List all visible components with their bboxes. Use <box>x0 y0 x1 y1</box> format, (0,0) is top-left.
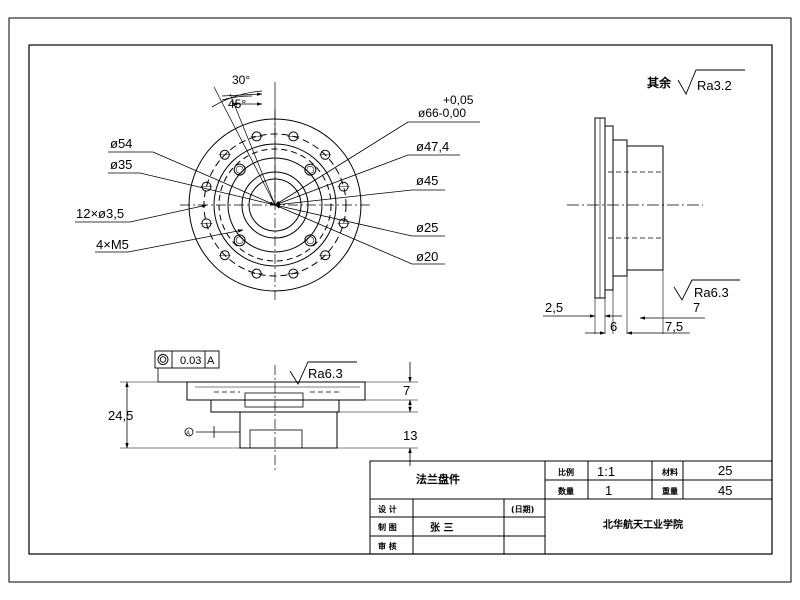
label-date: (日期) <box>511 504 534 514</box>
top-view <box>180 82 370 300</box>
datum-letter: A <box>186 431 190 437</box>
label-qty: 数量 <box>558 486 574 496</box>
scale-value: 1:1 <box>597 464 615 479</box>
dim-7-front: 7 <box>403 383 410 398</box>
dim-7-side: 7 <box>693 300 700 315</box>
dim-dia66-tol: +0,05 <box>443 93 474 107</box>
front-view <box>120 365 418 470</box>
thread-hole <box>304 163 317 176</box>
weight-value: 45 <box>718 483 732 498</box>
institute-name: 北华航天工业学院 <box>603 518 683 531</box>
tolerance-value: 0.03 <box>180 355 201 367</box>
dim-7-5: 7,5 <box>665 319 683 334</box>
dim-dia25: ø25 <box>416 220 438 235</box>
roughness-front-value: Ra6.3 <box>308 366 343 381</box>
thread-hole-inner <box>306 165 315 174</box>
dim-dia45: ø45 <box>416 173 438 188</box>
thread-hole-inner <box>235 165 244 174</box>
roughness-symbol-front <box>289 361 357 385</box>
thread-holes-4 <box>233 163 317 247</box>
dim-dia47: ø47,4 <box>416 139 449 154</box>
inner-border <box>28 44 773 555</box>
side-view <box>567 117 703 334</box>
label-check: 审 核 <box>378 541 397 551</box>
thread-hole-inner <box>235 236 244 245</box>
dim-dia66: ø66-0,00 <box>418 106 466 120</box>
roughness-other-label: 其余 <box>647 75 672 90</box>
qty-value: 1 <box>605 483 612 498</box>
roughness-symbol-side <box>673 279 740 301</box>
side-view-dims <box>543 314 705 335</box>
thread-hole <box>233 163 246 176</box>
tolerance-datum: A <box>207 355 215 367</box>
thread-hole <box>304 234 317 247</box>
dim-dia20: ø20 <box>416 249 438 264</box>
datum-circle <box>184 427 194 437</box>
label-design: 设 计 <box>378 504 397 514</box>
front-view-dims <box>125 362 412 466</box>
title-block <box>369 460 773 555</box>
tolerance-frame <box>154 350 220 369</box>
label-draw: 制 图 <box>378 522 397 532</box>
thread-hole <box>233 234 246 247</box>
dim-2-5: 2,5 <box>545 300 563 315</box>
roughness-side-value: Ra6.3 <box>694 285 729 300</box>
roughness-general-value: Ra3.2 <box>697 78 732 93</box>
material-value: 25 <box>718 463 732 478</box>
drafter-name: 张 三 <box>430 521 453 534</box>
part-name: 法兰盘件 <box>416 472 460 486</box>
dim-thread-4: 4×M5 <box>96 237 129 252</box>
holes-12 <box>200 131 350 279</box>
top-view-leaders <box>75 121 480 265</box>
dim-13: 13 <box>403 428 417 443</box>
dim-holes-12: 12×ø3,5 <box>76 206 124 221</box>
outer-border <box>8 17 792 583</box>
dim-angle-45: 45° <box>228 97 246 111</box>
label-weight: 重量 <box>662 486 678 496</box>
thread-hole-inner <box>306 236 315 245</box>
dim-dia35: ø35 <box>110 157 132 172</box>
dim-6: 6 <box>610 319 617 334</box>
label-material: 材料 <box>662 467 678 477</box>
label-scale: 比例 <box>558 467 574 477</box>
dim-24-5: 24,5 <box>108 408 133 423</box>
dim-dia54: ø54 <box>110 136 132 151</box>
dim-angle-30: 30° <box>232 73 250 87</box>
roughness-symbol-general <box>677 69 745 96</box>
